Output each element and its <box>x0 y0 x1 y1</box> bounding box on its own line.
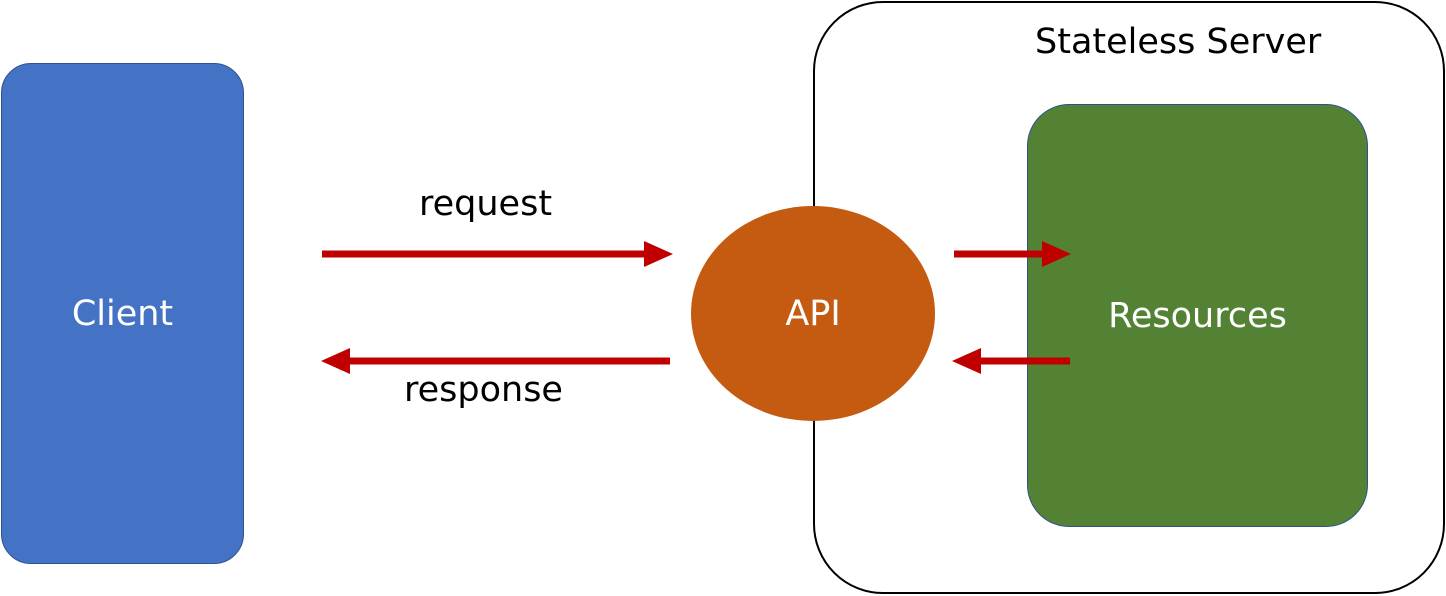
api-label: API <box>785 293 841 334</box>
request-arrow <box>322 241 673 267</box>
stateless-server-label: Stateless Server <box>1035 22 1322 62</box>
resources-label: Resources <box>1108 295 1287 336</box>
request-label: request <box>419 184 553 224</box>
client-label: Client <box>71 293 174 334</box>
response-label: response <box>404 370 563 410</box>
resources-node: Resources <box>1027 104 1368 527</box>
api-node: API <box>691 206 935 421</box>
client-node: Client <box>1 63 244 564</box>
